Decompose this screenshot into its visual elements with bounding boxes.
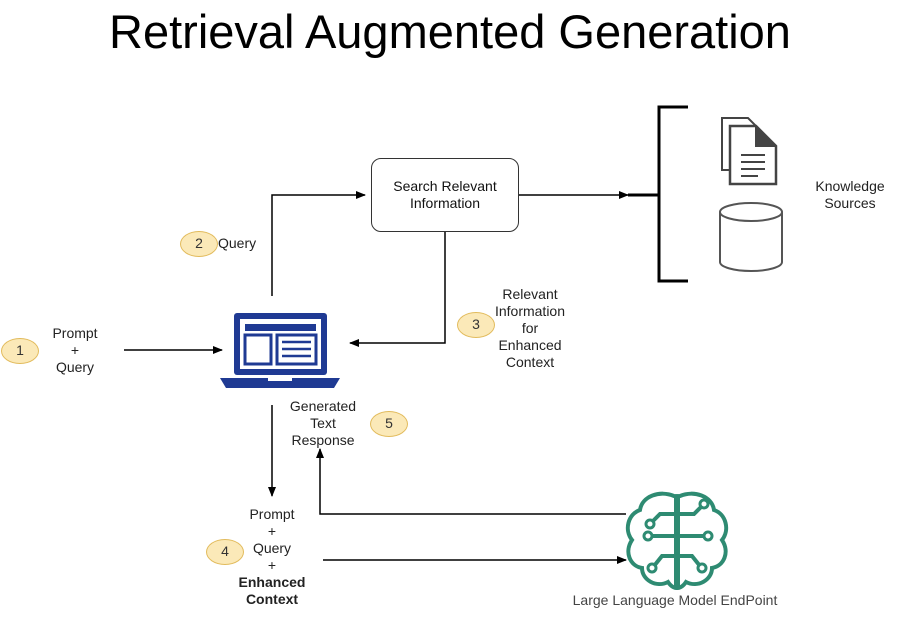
step-3-line1: Relevant — [502, 286, 558, 302]
step-3-line4: Enhanced — [498, 337, 562, 353]
database-icon — [719, 202, 783, 272]
step-5-line3: Response — [291, 432, 355, 448]
brain-circuit-icon — [625, 491, 729, 591]
step-4-line6: Context — [245, 591, 299, 607]
step-3-label: Relevant Information for Enhanced Contex… — [490, 286, 570, 371]
step-1-line1: Prompt — [52, 325, 98, 341]
arrow-llm-to-response — [316, 448, 626, 515]
step-5-line1: Generated — [289, 398, 357, 414]
knowledge-line2: Sources — [824, 195, 876, 211]
step-1-badge: 1 — [1, 338, 39, 364]
step-2-badge: 2 — [180, 231, 218, 257]
search-relevant-information-box: Search Relevant Information — [371, 158, 519, 232]
step-3-line5: Context — [505, 354, 555, 370]
step-4-line1: Prompt — [249, 506, 295, 522]
llm-endpoint-label: Large Language Model EndPoint — [572, 592, 778, 608]
step-4-label: Prompt + Query + Enhanced Context — [232, 506, 312, 608]
brain-circuit-nodes — [642, 498, 714, 574]
step-5-badge: 5 — [370, 411, 408, 437]
arrow-query-to-search — [271, 191, 366, 296]
step-1-line3: Query — [55, 359, 95, 375]
knowledge-bracket — [628, 105, 688, 283]
step-4-line5: Enhanced — [238, 574, 306, 590]
laptop-icon — [220, 313, 340, 388]
step-1-line2: + — [70, 342, 80, 358]
search-box-line1: Search Relevant — [393, 178, 497, 194]
step-3-line2: Information — [494, 303, 566, 319]
step-2-label: Query — [218, 235, 257, 251]
step-4-line2: + — [267, 523, 277, 539]
knowledge-sources-label: Knowledge Sources — [800, 178, 900, 212]
knowledge-line1: Knowledge — [815, 178, 885, 194]
search-box-line2: Information — [409, 195, 481, 211]
step-4-line3: Query — [252, 540, 292, 556]
step-3-badge: 3 — [457, 312, 495, 338]
step-5-label: Generated Text Response — [283, 398, 363, 449]
step-1-label: Prompt + Query — [40, 325, 110, 376]
arrow-relevant-info-to-laptop — [349, 232, 446, 347]
page-title: Retrieval Augmented Generation — [109, 5, 791, 58]
step-4-line4: + — [267, 557, 277, 573]
step-3-line3: for — [521, 320, 539, 336]
step-5-line2: Text — [310, 415, 336, 431]
step-4-badge: 4 — [206, 539, 244, 565]
documents-icon — [721, 117, 778, 186]
